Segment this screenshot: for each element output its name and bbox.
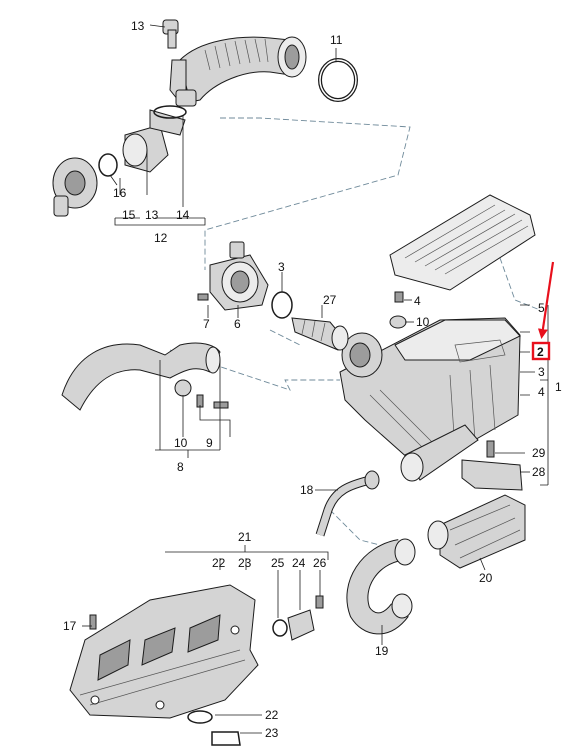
callout-21: 21: [238, 530, 252, 544]
intake-manifold-21: [69, 584, 259, 719]
hose-18: [315, 470, 380, 537]
callout-4: 4: [414, 294, 421, 308]
callout-7: 7: [203, 317, 210, 331]
flange-24: [272, 595, 324, 641]
gasket-23: [211, 731, 241, 746]
bolts: [89, 291, 407, 630]
elbow-hose-19: [346, 538, 416, 635]
callout-5: 5: [538, 301, 545, 315]
callout-3b: 3: [538, 365, 545, 379]
air-mass-meter-6: [209, 241, 269, 311]
callout-28: 28: [532, 465, 546, 479]
callout-26: 26: [313, 556, 327, 570]
leader-lines: [82, 24, 549, 734]
callout-23b: 23: [265, 726, 279, 740]
callout-9: 9: [206, 436, 213, 450]
highlight-part-2: 2: [531, 261, 555, 361]
callout-19: 19: [375, 644, 389, 658]
callout-14: 14: [176, 208, 190, 222]
callout-25: 25: [271, 556, 285, 570]
callout-13b: 13: [145, 208, 159, 222]
callout-22b: 22: [265, 708, 279, 722]
callout-22: 22: [212, 556, 226, 570]
callout-1: 1: [555, 380, 562, 394]
callout-15: 15: [122, 208, 136, 222]
callout-16: 16: [113, 186, 127, 200]
callout-18: 18: [300, 483, 314, 497]
air-guide-20: [427, 494, 526, 569]
callout-2: 2: [537, 345, 544, 359]
bracket-28: [461, 440, 523, 491]
callout-8: 8: [177, 460, 184, 474]
callout-27: 27: [323, 293, 337, 307]
upper-intake-hose: [162, 19, 307, 107]
callout-13: 13: [131, 19, 145, 33]
sensor-tube-27: [291, 317, 349, 351]
o-ring-3: [271, 291, 293, 319]
callout-10b: 10: [174, 436, 188, 450]
callout-4b: 4: [538, 385, 545, 399]
callout-10: 10: [416, 315, 430, 329]
callout-17: 17: [63, 619, 77, 633]
callout-23: 23: [238, 556, 252, 570]
air-filter-housing: [339, 194, 536, 482]
turbo-connector-assembly: [52, 105, 187, 217]
callout-20: 20: [479, 571, 493, 585]
callout-29: 29: [532, 446, 546, 460]
hose-clamp-11: [318, 58, 358, 102]
callout-3: 3: [278, 260, 285, 274]
callout-labels: 13 11 16 15 13 14 12 3 27 4 10 7 6 5 3 1…: [63, 19, 562, 740]
callout-24: 24: [292, 556, 306, 570]
gasket-22: [187, 710, 213, 724]
callout-6: 6: [234, 317, 241, 331]
highlight-arrow: [537, 261, 555, 339]
intake-duct-8: [61, 342, 229, 411]
callout-12: 12: [154, 231, 168, 245]
callout-11: 11: [330, 33, 343, 47]
highlight-box: [531, 341, 551, 361]
